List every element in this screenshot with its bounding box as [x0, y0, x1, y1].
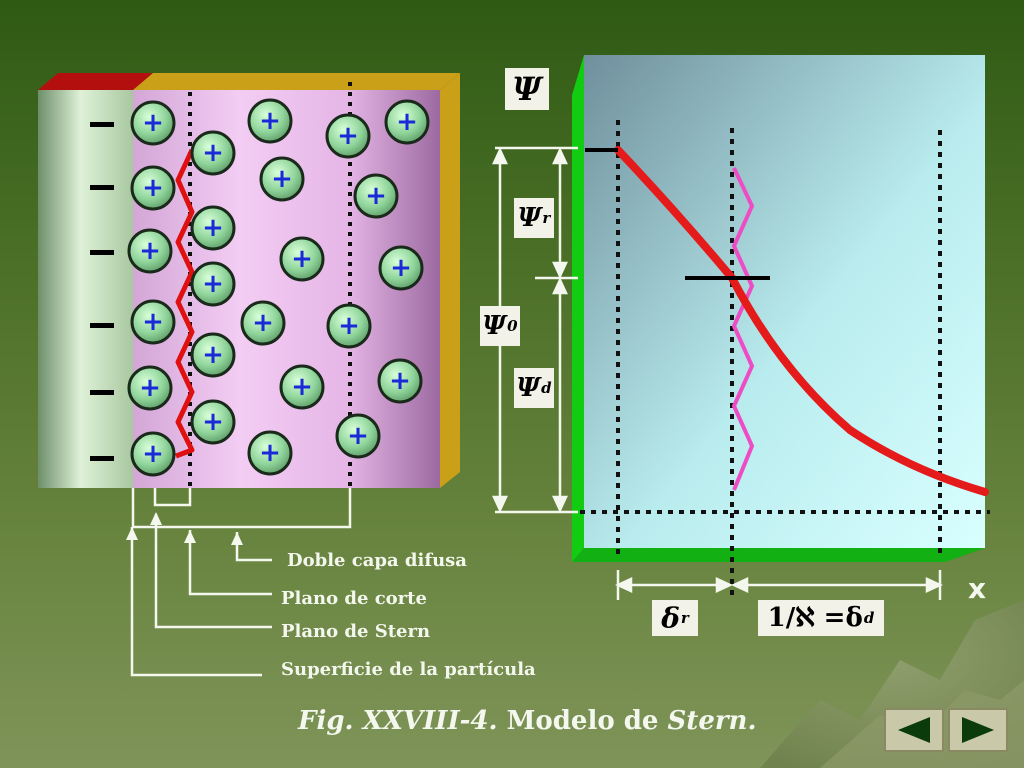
- plus-sign: +: [202, 407, 224, 437]
- particle-slab: ++++++++++++++++++++++++: [38, 73, 460, 488]
- potential-curve: [614, 146, 989, 496]
- positive-ion: +: [259, 156, 305, 202]
- plus-sign: +: [347, 421, 369, 451]
- stern-plane-zigzag: [175, 148, 195, 459]
- plus-sign: +: [142, 173, 164, 203]
- negative-charge: [90, 390, 114, 395]
- psi-axis-label: Ψ: [505, 68, 549, 110]
- label-superficie-particula: Superficie de la partícula: [281, 659, 536, 680]
- negative-charge: [90, 185, 114, 190]
- positive-ion: +: [190, 205, 236, 251]
- plus-sign: +: [139, 236, 161, 266]
- positive-ion: +: [378, 245, 424, 291]
- positive-ion: +: [190, 399, 236, 445]
- plus-sign: +: [142, 108, 164, 138]
- next-arrow-icon: [962, 717, 994, 743]
- caption-text: Modelo de: [506, 706, 659, 736]
- label-plano-de-corte: Plano de corte: [281, 588, 427, 609]
- leader-arrowheads: [126, 512, 243, 545]
- solution-top-face: [133, 73, 460, 90]
- positive-ion: +: [384, 99, 430, 145]
- plus-sign: +: [389, 366, 411, 396]
- plus-sign: +: [142, 307, 164, 337]
- surface-top-face: [38, 73, 153, 90]
- positive-ion: +: [247, 430, 293, 476]
- positive-ion: +: [130, 299, 176, 345]
- plus-sign: +: [202, 138, 224, 168]
- plus-sign: +: [337, 121, 359, 151]
- plus-sign: +: [202, 213, 224, 243]
- figure-caption: Fig. XXVIII-4. Modelo de Stern.: [298, 706, 757, 736]
- plus-sign: +: [252, 308, 274, 338]
- plus-sign: +: [365, 181, 387, 211]
- panel-floor: [572, 548, 985, 562]
- solution-side-face: [440, 73, 460, 488]
- positive-ion: +: [130, 165, 176, 211]
- positive-ion: +: [353, 173, 399, 219]
- caption-italic: Stern.: [667, 706, 757, 736]
- plus-sign: +: [291, 244, 313, 274]
- positive-ion: +: [130, 100, 176, 146]
- negative-charge: [90, 122, 114, 127]
- positive-ion: +: [279, 236, 325, 282]
- plus-sign: +: [139, 373, 161, 403]
- shear-plane-zigzag: [731, 167, 755, 491]
- positive-ion: +: [127, 228, 173, 274]
- positive-ion: +: [279, 364, 325, 410]
- negative-charge: [90, 456, 114, 461]
- label-leaders: [130, 488, 352, 677]
- plus-sign: +: [338, 311, 360, 341]
- plus-sign: +: [202, 340, 224, 370]
- positive-ion: +: [190, 130, 236, 176]
- positive-ion: +: [325, 113, 371, 159]
- label-plano-de-stern: Plano de Stern: [281, 621, 431, 642]
- positive-ion: +: [377, 358, 423, 404]
- potential-graph-panel: [572, 55, 990, 600]
- positive-ion: +: [130, 431, 176, 477]
- positive-ion: +: [326, 303, 372, 349]
- panel-left-wall: [572, 55, 584, 562]
- caption-fig-number: Fig. XXVIII-4.: [298, 706, 498, 736]
- plus-sign: +: [142, 439, 164, 469]
- prev-arrow-icon: [898, 717, 930, 743]
- x-axis-label: x: [968, 572, 987, 605]
- positive-ion: +: [127, 365, 173, 411]
- negative-charge: [90, 250, 114, 255]
- psi-dimension-arrows: [492, 146, 578, 514]
- positive-ion: +: [335, 413, 381, 459]
- negative-charge: [90, 323, 114, 328]
- positive-ion: +: [240, 300, 286, 346]
- plus-sign: +: [271, 164, 293, 194]
- positive-ion: +: [247, 98, 293, 144]
- plus-sign: +: [396, 107, 418, 137]
- plus-sign: +: [202, 269, 224, 299]
- plus-sign: +: [259, 438, 281, 468]
- panel-back-wall: [584, 55, 985, 548]
- positive-ion: +: [190, 332, 236, 378]
- plus-sign: +: [259, 106, 281, 136]
- plus-sign: +: [291, 372, 313, 402]
- plus-sign: +: [390, 253, 412, 283]
- prev-slide-button[interactable]: [884, 708, 944, 752]
- next-slide-button[interactable]: [948, 708, 1008, 752]
- positive-ion: +: [190, 261, 236, 307]
- particle-surface: [38, 90, 133, 488]
- delta-dimension-arrows: [615, 570, 943, 600]
- label-doble-capa-difusa: Doble capa difusa: [287, 550, 467, 571]
